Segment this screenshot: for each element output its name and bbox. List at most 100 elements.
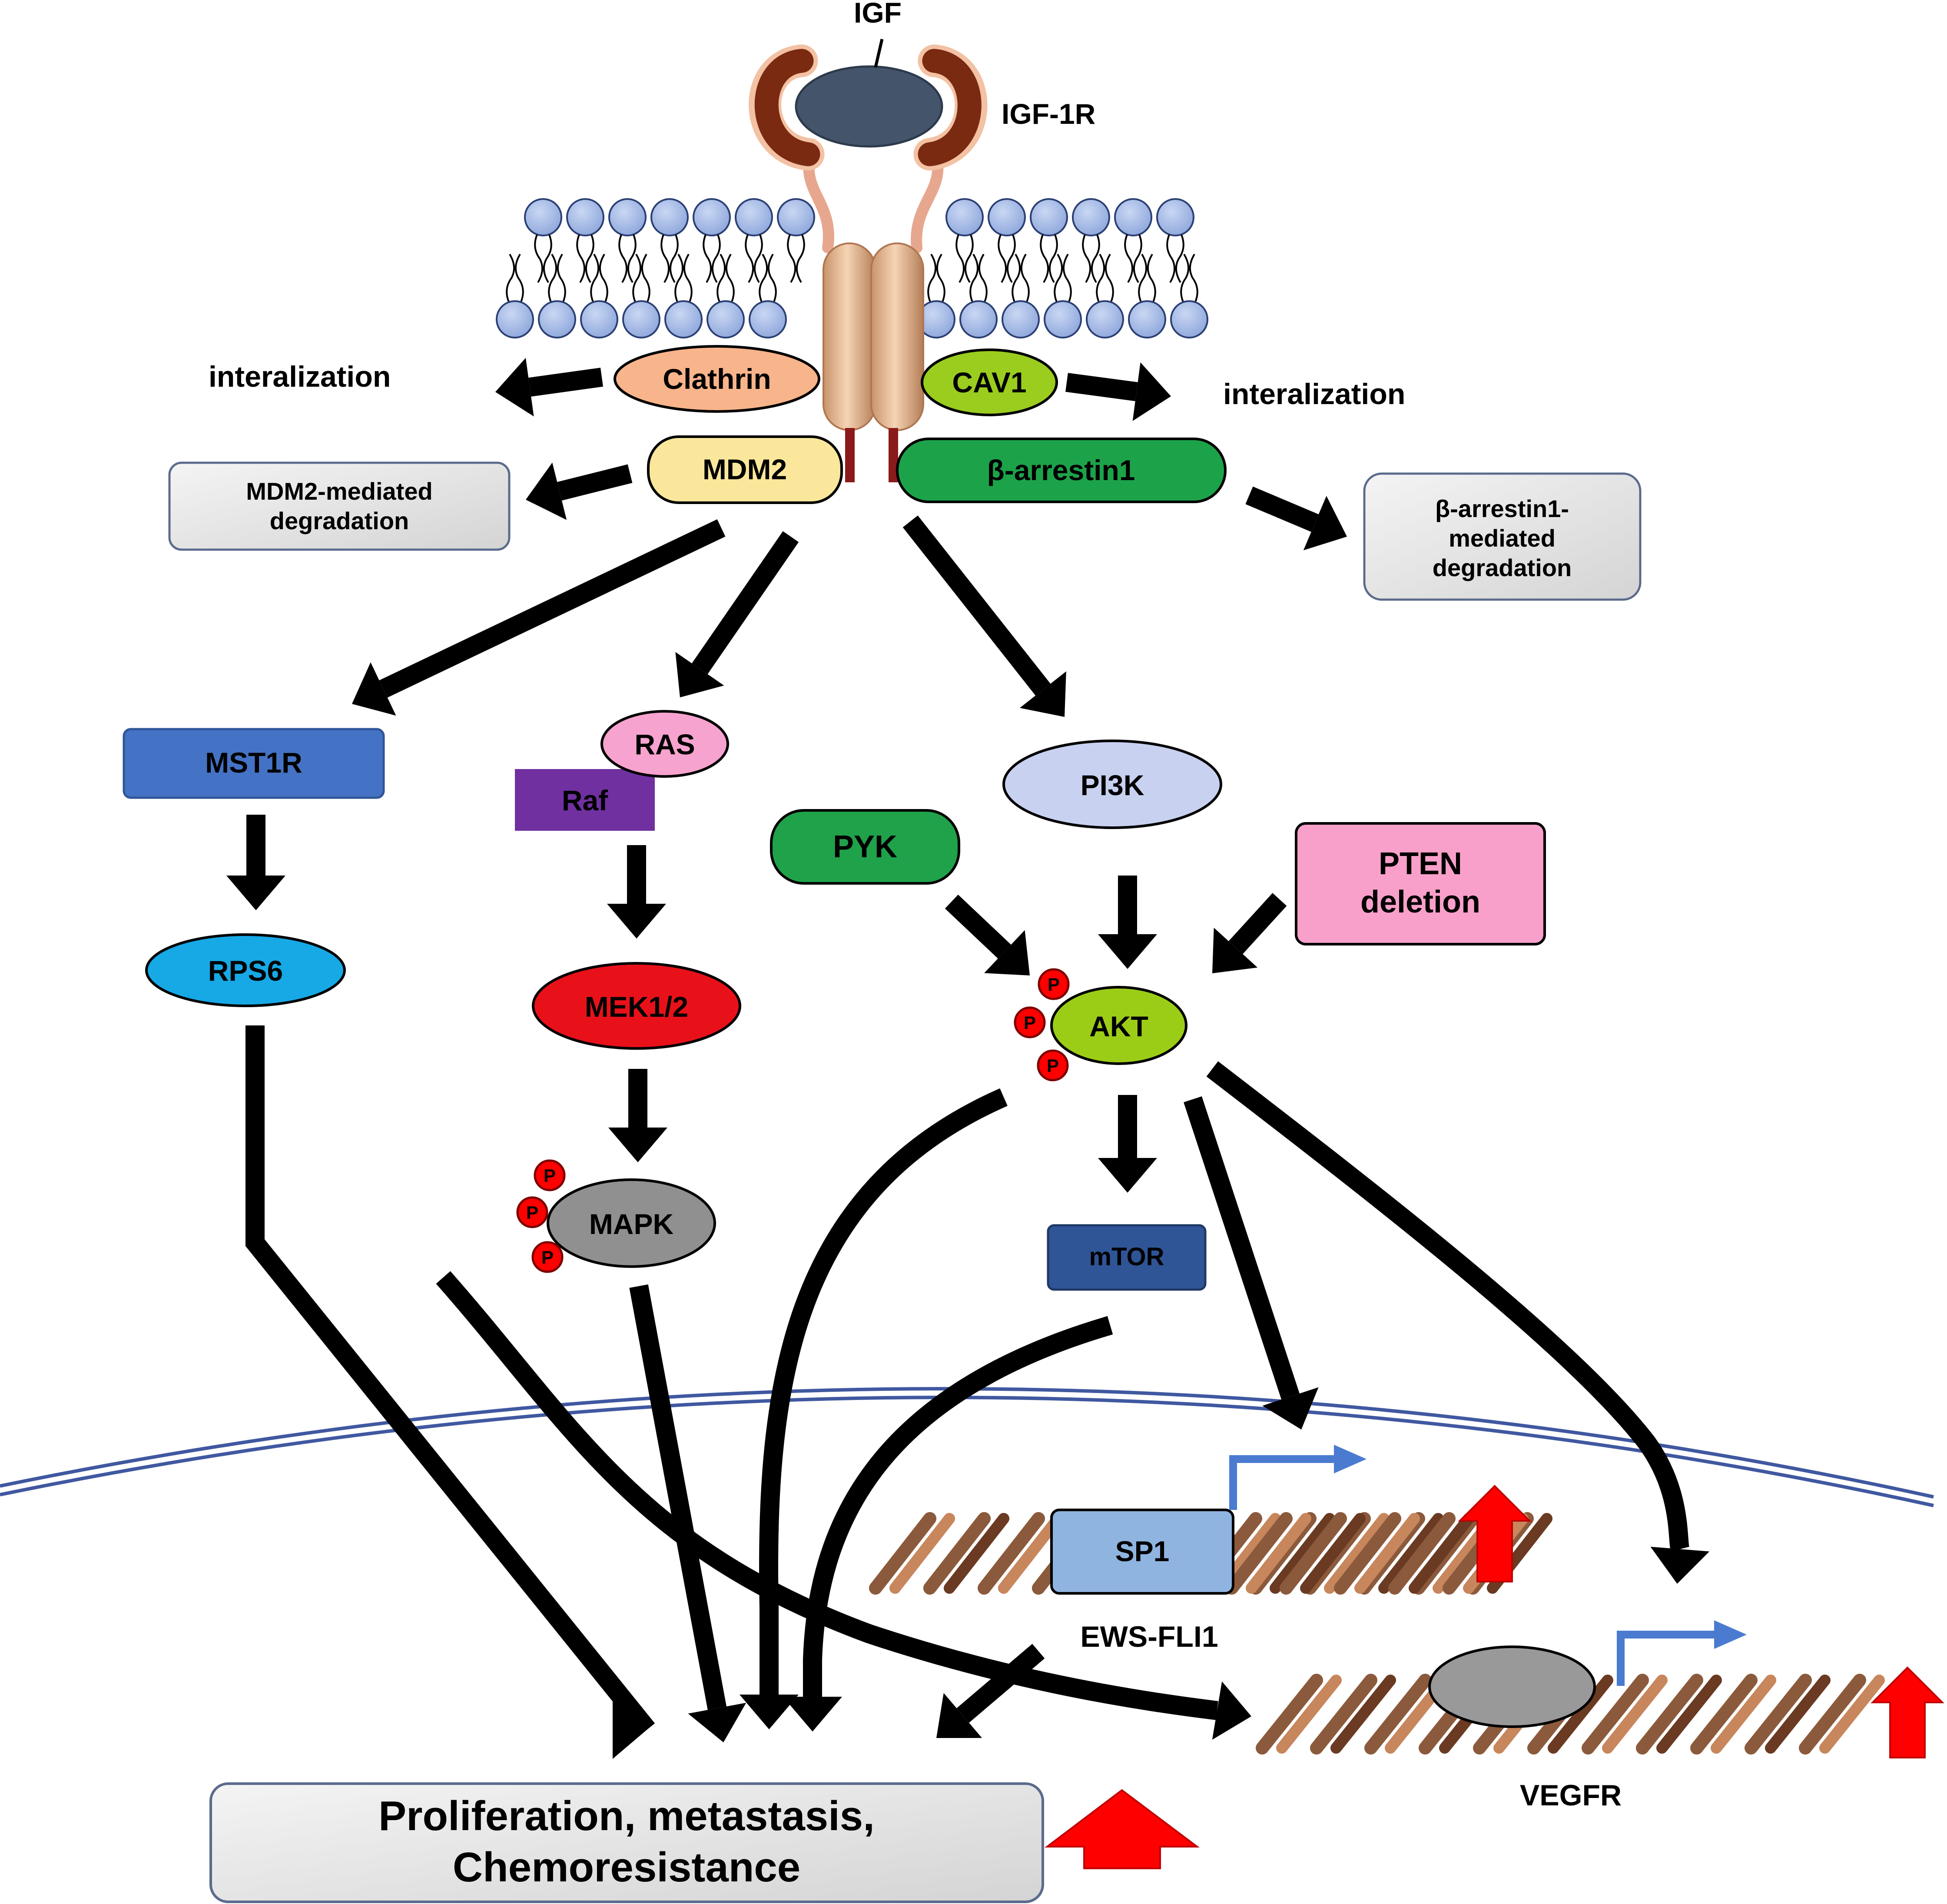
lipid-head xyxy=(706,300,745,338)
arrow-rps6-to-outcome xyxy=(245,1025,655,1735)
arrow-ewsfli1-to-outcome xyxy=(956,1644,1045,1723)
pathway-arrows xyxy=(226,358,1710,1759)
mapk-phospho-1-label: P xyxy=(544,1165,556,1186)
dna-strand xyxy=(1745,1674,1812,1755)
lipid-tail xyxy=(703,234,712,283)
dna-strand xyxy=(1765,1675,1831,1754)
lipid-tail xyxy=(1054,253,1063,302)
lipid-head xyxy=(1170,300,1208,338)
akt-phospho-1-label: P xyxy=(1048,974,1060,995)
lipid-tail xyxy=(557,253,566,302)
dna-strand xyxy=(1256,1674,1323,1755)
lipid-tail xyxy=(1012,253,1021,302)
akt-phospho-3 xyxy=(1037,1049,1069,1081)
lipid-tail xyxy=(1189,253,1198,302)
raf-node xyxy=(515,769,655,831)
mst1r-label: MST1R xyxy=(205,746,302,779)
lipid-tail xyxy=(683,253,693,302)
arrow-barrestin-to-degradation-head xyxy=(1303,496,1347,551)
outcome-upregulation-arrow xyxy=(1045,1789,1200,1869)
lipid-head xyxy=(664,300,703,338)
akt-phospho-2 xyxy=(1014,1006,1046,1038)
arrow-akt-to-vegfr xyxy=(1206,1061,1690,1552)
dna-strand xyxy=(1388,1512,1456,1595)
arrow-mapk-to-outcome-head xyxy=(688,1702,746,1742)
pi3k-label: PI3K xyxy=(1081,769,1144,801)
beta-arrestin1-label: β-arrestin1 xyxy=(987,454,1135,486)
lipid-head xyxy=(749,300,787,338)
arrow-mtor-to-outcome-head xyxy=(783,1697,842,1732)
lipid-tail xyxy=(674,253,683,302)
lipid-head xyxy=(693,198,731,236)
lipid-tail xyxy=(712,234,721,283)
mdm2-degradation-box xyxy=(168,461,511,551)
lipid-tail xyxy=(754,234,763,283)
lipid-tail xyxy=(660,234,670,283)
outcome-line1: Proliferation, metastasis, xyxy=(378,1793,875,1839)
dna-strand xyxy=(1276,1675,1342,1754)
lipid-tail xyxy=(1175,234,1184,283)
dna-strand xyxy=(869,1512,936,1595)
dna-strand xyxy=(1409,1513,1474,1594)
arrow-akt-to-sp1-head xyxy=(1262,1387,1319,1430)
akt-phospho-group: PPP xyxy=(1014,968,1070,1081)
lipid-tail xyxy=(1063,253,1072,302)
ras-node xyxy=(600,710,729,778)
lipid-head xyxy=(1128,300,1166,338)
raf-label: Raf xyxy=(562,784,608,816)
arrow-clathrin-to-internalization xyxy=(528,368,604,397)
dna-strand xyxy=(1354,1513,1420,1594)
sp1-transcription-arrow xyxy=(1229,1445,1367,1510)
lipid-tail xyxy=(1138,253,1147,302)
cav1-node xyxy=(921,348,1058,416)
beta-arrestin1-degradation-box xyxy=(1363,472,1642,601)
lipid-head xyxy=(622,300,660,338)
outcome-box xyxy=(209,1782,1044,1903)
lipid-head xyxy=(496,300,534,338)
sp1-node xyxy=(1050,1509,1234,1595)
lipid-head xyxy=(650,198,689,236)
lipid-tail xyxy=(1007,234,1016,283)
lipid-tail xyxy=(590,253,599,302)
rps6-label: RPS6 xyxy=(208,955,283,987)
lipid-tail xyxy=(787,234,796,283)
lipid-tail xyxy=(1082,234,1091,283)
lipid-tail xyxy=(1105,253,1114,302)
lipid-tail xyxy=(599,253,608,302)
arrow-receptor-to-mst1r-head xyxy=(352,662,396,716)
vegfr-upregulation-arrow xyxy=(1871,1666,1944,1758)
lipid-head xyxy=(1030,198,1068,236)
dna-strand xyxy=(923,1512,991,1595)
lipid-head xyxy=(1072,198,1110,236)
lipid-tail xyxy=(632,253,641,302)
lipid-tail xyxy=(1124,234,1133,283)
arrow-cav1-to-internalization-head xyxy=(1132,362,1171,421)
sp1-upregulation-arrow xyxy=(1458,1485,1532,1582)
ras-label: RAS xyxy=(634,728,695,760)
lipid-head xyxy=(538,300,576,338)
mdm2-label: MDM2 xyxy=(703,453,787,485)
igf-ligand xyxy=(795,65,943,148)
mtor-node xyxy=(1047,1224,1207,1291)
arrow-receptor-to-pi3k-head xyxy=(1020,671,1066,717)
dna-strand xyxy=(978,1512,1045,1595)
pyk-node xyxy=(770,809,960,885)
dna-strand xyxy=(1310,1674,1377,1755)
igf-label: IGF xyxy=(854,0,902,29)
lipid-tail xyxy=(965,234,974,283)
igf-pointer-line xyxy=(874,39,884,68)
lipid-tail xyxy=(768,253,777,302)
dna-strand xyxy=(1324,1513,1390,1594)
arrow-rps6-to-outcome-head xyxy=(613,1700,647,1759)
lipid-head xyxy=(1156,198,1194,236)
cav1-label: CAV1 xyxy=(952,366,1026,398)
arrow-mek-to-mapk-head xyxy=(608,1128,667,1162)
akt-phospho-2-label: P xyxy=(1024,1012,1036,1033)
dna-strand xyxy=(1656,1675,1722,1754)
lipid-tail xyxy=(998,234,1007,283)
outcome-line2: Chemoresistance xyxy=(453,1844,800,1891)
lipid-head xyxy=(1002,300,1040,338)
lipid-head xyxy=(988,198,1026,236)
arrow-akt-to-vegfr-head xyxy=(1650,1546,1710,1584)
